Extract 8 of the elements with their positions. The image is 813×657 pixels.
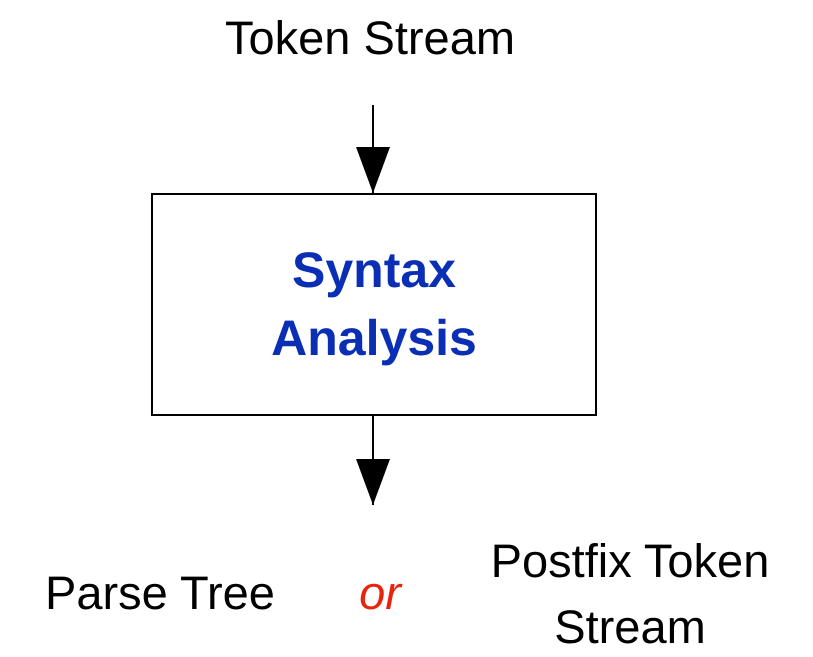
flow-text: Postfix Token Stream <box>490 532 770 654</box>
arrow <box>356 416 390 505</box>
flow-text: Parse Tree <box>45 565 275 622</box>
process-box <box>151 193 597 416</box>
process-label: Syntax Analysis <box>270 241 478 368</box>
connector-word: or <box>358 565 404 621</box>
flow-text: Token Stream <box>225 10 515 66</box>
arrow <box>356 105 390 193</box>
